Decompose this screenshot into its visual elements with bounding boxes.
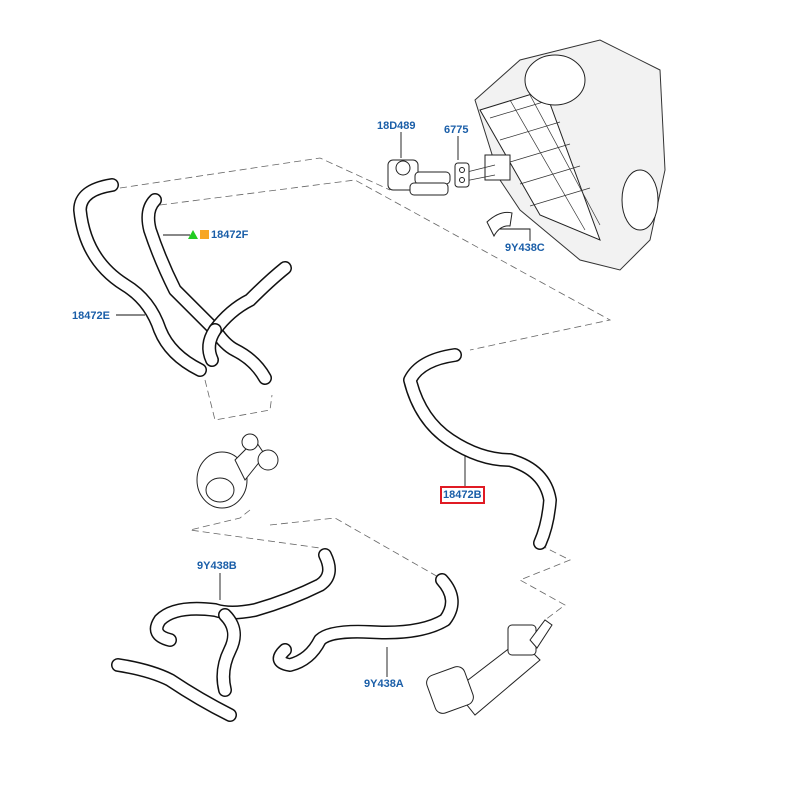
hose-9Y438C[interactable]: [486, 211, 513, 238]
egr-cooler[interactable]: [424, 619, 553, 716]
part-label-9Y438C[interactable]: 9Y438C: [505, 242, 545, 254]
orange-square-icon: [200, 230, 209, 239]
part-label-18472F[interactable]: 18472F: [211, 229, 249, 241]
thermostat-housing[interactable]: [196, 433, 279, 509]
green-triangle-icon: [188, 230, 198, 239]
part-label-18472B[interactable]: 18472B: [440, 486, 485, 504]
part-label-6775[interactable]: 6775: [444, 124, 469, 136]
part-label-9Y438B[interactable]: 9Y438B: [197, 560, 237, 572]
leader-lines: [116, 132, 531, 677]
hose-18472F[interactable]: [141, 193, 292, 385]
part-label-18D489[interactable]: 18D489: [377, 120, 416, 132]
heater-core-housing[interactable]: [474, 39, 666, 271]
hose-9Y438B[interactable]: [111, 548, 336, 722]
part-label-9Y438A[interactable]: 9Y438A: [364, 678, 404, 690]
assembly-lines: [119, 157, 612, 621]
heater-grille: [489, 94, 601, 231]
part-label-18472E[interactable]: 18472E: [72, 310, 110, 322]
water-valve[interactable]: [387, 159, 496, 196]
gasket[interactable]: [454, 162, 470, 188]
hose-18472B[interactable]: [403, 348, 557, 550]
hose-9Y438A[interactable]: [272, 573, 459, 672]
hose-18472E[interactable]: [73, 178, 207, 377]
